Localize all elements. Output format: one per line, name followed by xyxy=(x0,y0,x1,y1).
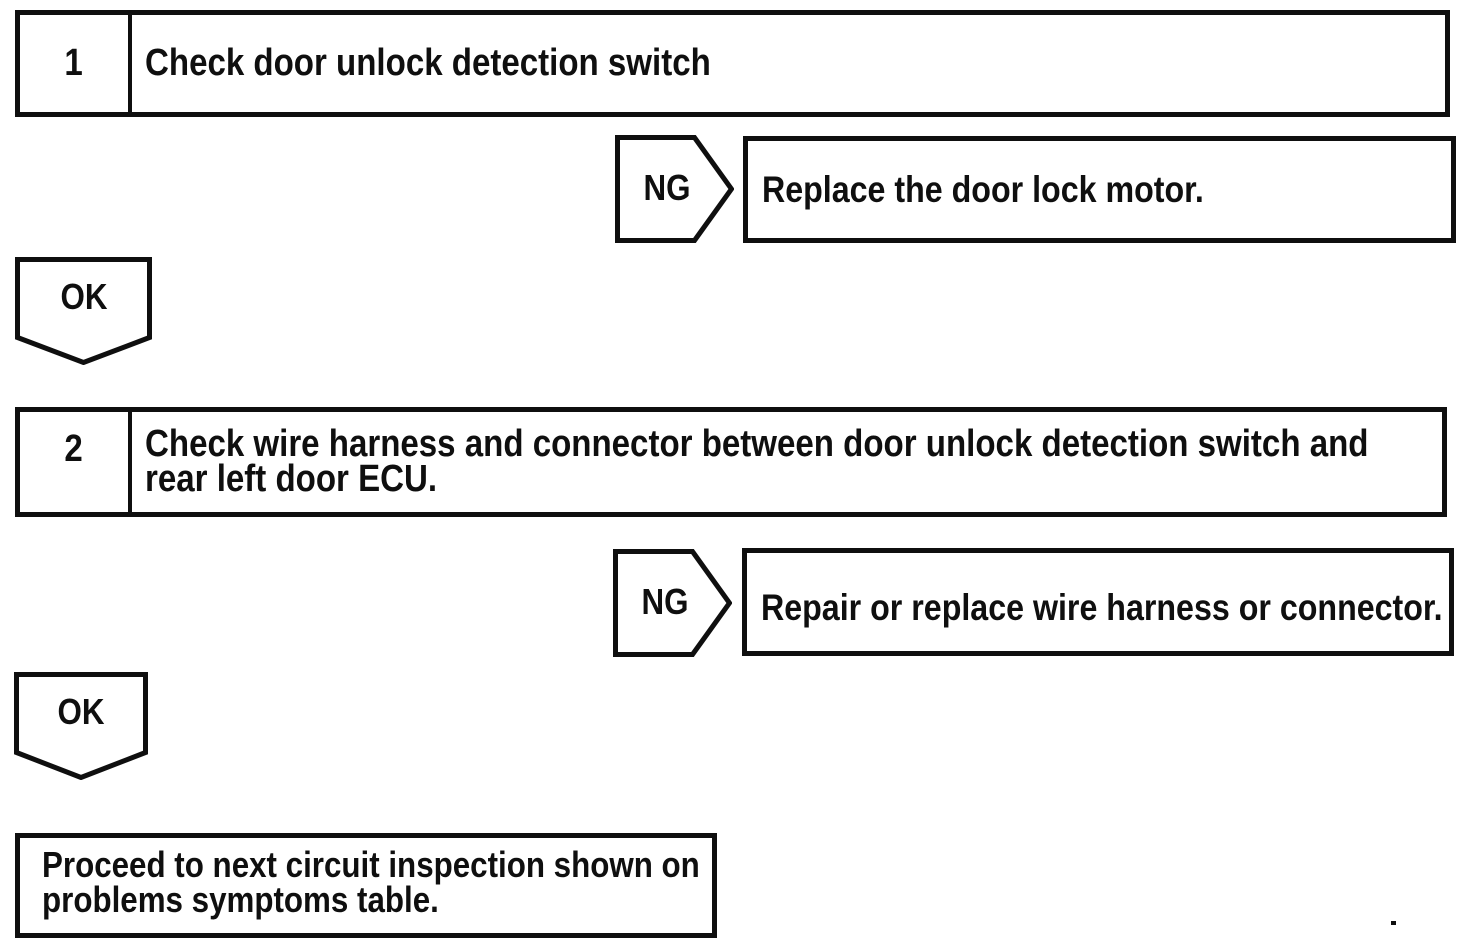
ng-result-box-1: Replace the door lock motor. xyxy=(743,136,1456,243)
ng-pentagon-shape xyxy=(613,549,732,657)
ng-arrow-2: NG xyxy=(613,549,732,657)
step-1-instruction: Check door unlock detection switch xyxy=(132,15,795,112)
step-2-number: 2 xyxy=(20,412,132,512)
ng-result-text-2: Repair or replace wire harness or connec… xyxy=(761,586,1443,628)
step-2-instruction-line: Check wire harness and connector between… xyxy=(145,423,1369,465)
step-2-box: 2 Check wire harness and connector betwe… xyxy=(15,407,1447,517)
scan-artifact-dot xyxy=(1391,921,1396,925)
step-1-box: 1 Check door unlock detection switch xyxy=(15,10,1450,117)
ok-arrow-2: OK xyxy=(14,672,148,780)
ng-arrow-1: NG xyxy=(615,135,734,243)
ok-label-1: OK xyxy=(60,276,107,317)
ok-label-2: OK xyxy=(57,691,105,732)
step-1-number-text: 1 xyxy=(64,42,84,84)
step-2-instruction-line: rear left door ECU. xyxy=(145,458,438,500)
step-1-instruction-line: Check door unlock detection switch xyxy=(145,42,711,84)
step-1-number: 1 xyxy=(20,15,132,112)
terminal-box: Proceed to next circuit inspection shown… xyxy=(15,833,717,938)
step-2-instruction: Check wire harness and connector between… xyxy=(132,412,1472,512)
ok-pentagon-shape xyxy=(14,672,148,780)
step-2-number-text: 2 xyxy=(64,428,84,470)
ok-arrow-1: OK xyxy=(15,257,152,365)
ng-result-text-1: Replace the door lock motor. xyxy=(762,169,1204,210)
terminal-text-line: Proceed to next circuit inspection shown… xyxy=(42,844,700,885)
terminal-text-line: problems symptoms table. xyxy=(42,879,439,920)
ng-result-box-2: Repair or replace wire harness or connec… xyxy=(742,548,1454,656)
ok-pentagon-shape xyxy=(15,257,152,365)
ng-pentagon-shape xyxy=(615,135,734,243)
ng-label-2: NG xyxy=(641,581,689,622)
ng-label-1: NG xyxy=(643,167,691,208)
